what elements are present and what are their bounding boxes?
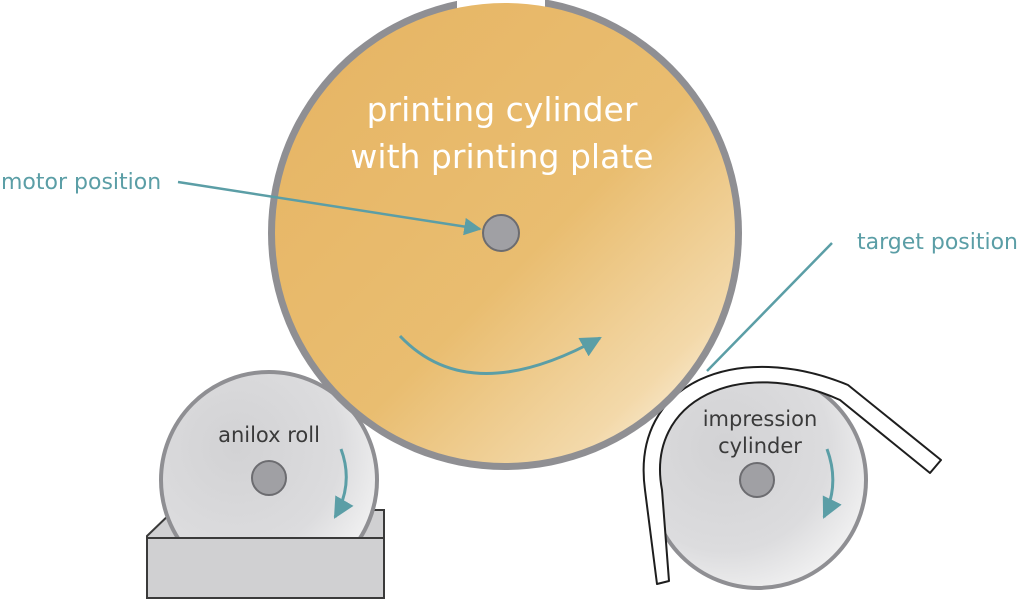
impression-label-line2: cylinder [718,434,802,458]
target-position-callout: target position [706,230,1018,372]
target-position-leader [706,242,833,372]
target-position-label: target position [857,230,1018,255]
motor-position-callout: motor position [1,170,482,236]
anilox-support-front [146,537,385,599]
motor-hub [482,214,520,252]
printing-cylinder-label-line2: with printing plate [350,137,653,176]
printing-cylinder-label-line1: printing cylinder [367,90,638,129]
motor-position-label: motor position [1,170,161,195]
anilox-roll-label: anilox roll [218,423,320,447]
impression-rotation-arrow [822,448,842,519]
anilox-hub [251,460,287,496]
impression-label-line1: impression [703,407,818,431]
impression-hub [739,462,775,498]
anilox-roll: anilox roll [146,370,385,599]
anilox-rotation-arrow [333,448,354,519]
printing-cylinder-rotation-arrow [398,334,602,375]
motor-position-leader [177,180,482,236]
impression-cylinder: impression cylinder [648,370,868,590]
printing-cylinder: printing cylinder with printing plate [268,0,742,470]
